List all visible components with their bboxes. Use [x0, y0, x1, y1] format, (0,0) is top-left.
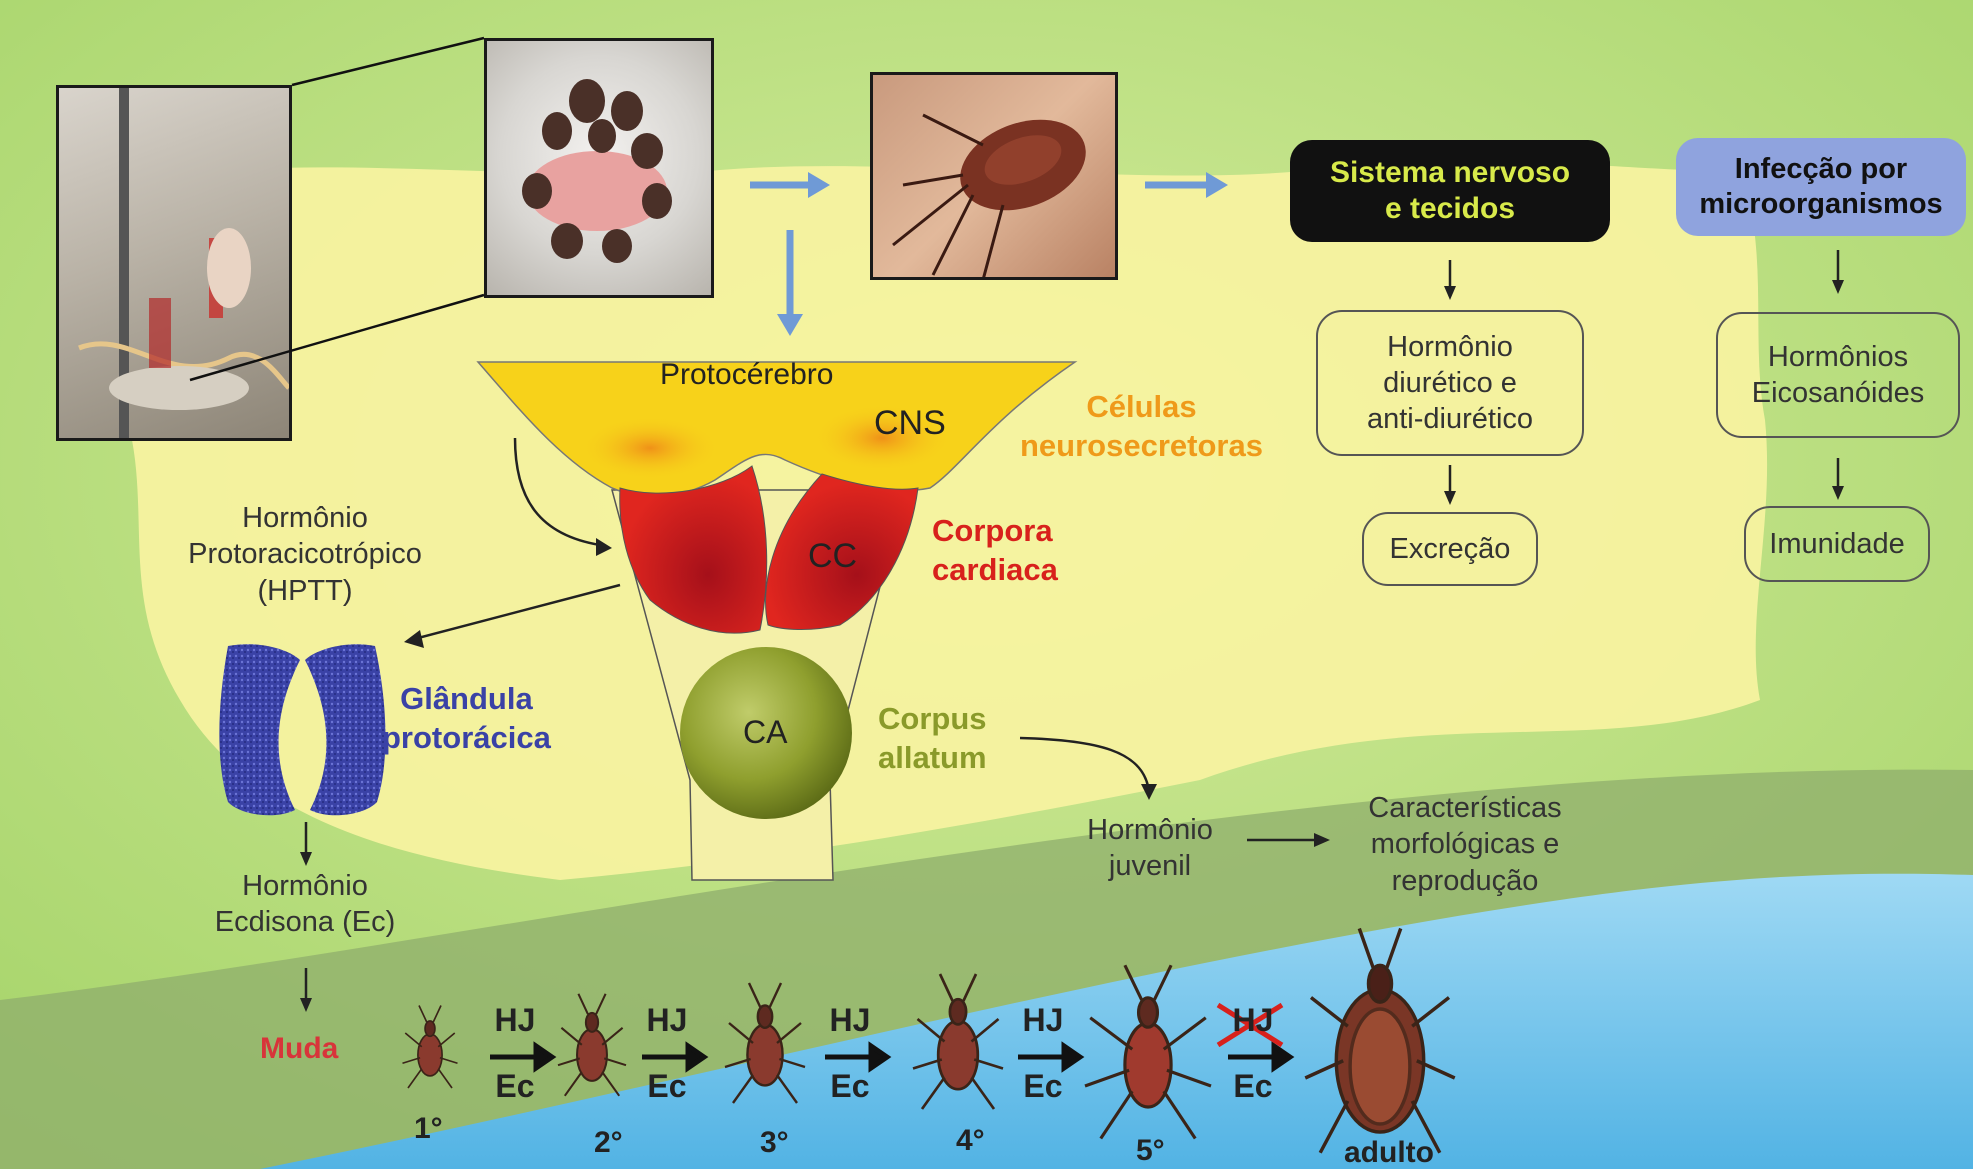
corpus-line-2: allatum	[878, 739, 987, 778]
caracteristicas-label: Características morfológicas e reproduçã…	[1340, 790, 1590, 899]
infeccao-box: Infecção por microorganismos	[1676, 138, 1966, 236]
hptt-line-2: Protoracicotrópico	[165, 536, 445, 572]
lab-apparatus-photo	[56, 85, 292, 441]
ec-label-5: Ec	[1213, 1068, 1293, 1105]
juvenil-line-2: juvenil	[1070, 848, 1230, 884]
engorged-insect-photo	[870, 72, 1118, 280]
hormonios-line-2: Eicosanóides	[1752, 375, 1925, 411]
infeccao-line-1: Infecção por	[1699, 152, 1942, 187]
caracteristicas-line-1: Características	[1340, 790, 1590, 826]
ca-label: CA	[743, 712, 787, 752]
muda-label: Muda	[260, 1030, 338, 1068]
hormonio-juvenil-label: Hormônio juvenil	[1070, 812, 1230, 885]
diuretico-line-2: diurético e	[1367, 365, 1533, 401]
sistema-nervoso-box: Sistema nervoso e tecidos	[1290, 140, 1610, 242]
hptt-line-3: (HPTT)	[165, 573, 445, 609]
corpus-line-1: Corpus	[878, 700, 987, 739]
hj-label-4: HJ	[1003, 1002, 1083, 1039]
glandula-line-2: protorácica	[382, 719, 551, 758]
stage-label-1: 1°	[414, 1112, 443, 1146]
stage-label-5: 5°	[1136, 1134, 1165, 1168]
hptt-label: Hormônio Protoracicotrópico (HPTT)	[165, 500, 445, 609]
stage-label-4: 4°	[956, 1124, 985, 1158]
diuretico-box: Hormônio diurético e anti-diurético	[1316, 310, 1584, 456]
hptt-line-1: Hormônio	[165, 500, 445, 536]
infeccao-line-2: microorganismos	[1699, 187, 1942, 222]
cns-label: CNS	[874, 402, 946, 445]
celulas-line-2: neurosecretoras	[1020, 427, 1263, 466]
corpora-label: Corpora cardiaca	[932, 512, 1058, 590]
excrecao-text: Excreção	[1390, 531, 1511, 567]
eicosanoides-box: Hormônios Eicosanóides	[1716, 312, 1960, 438]
ec-label-1: Ec	[475, 1068, 555, 1105]
ecdisona-label: Hormônio Ecdisona (Ec)	[185, 868, 425, 941]
corpus-label: Corpus allatum	[878, 700, 987, 778]
hormonios-line-1: Hormônios	[1752, 339, 1925, 375]
hj-label-2: HJ	[627, 1002, 707, 1039]
diuretico-line-3: anti-diurético	[1367, 401, 1533, 437]
sistema-line-2: e tecidos	[1330, 191, 1570, 227]
hj-label-3: HJ	[810, 1002, 890, 1039]
hj-label-5-crossed: HJ	[1213, 1002, 1293, 1039]
cc-label: CC	[808, 535, 857, 578]
imunidade-box: Imunidade	[1744, 506, 1930, 582]
insects-in-dish-photo	[484, 38, 714, 298]
celulas-label: Células neurosecretoras	[1020, 388, 1263, 466]
protocerebro-label: Protocérebro	[660, 356, 833, 394]
hj-label-1: HJ	[475, 1002, 555, 1039]
stage-label-adult: adulto	[1344, 1136, 1434, 1170]
corpora-line-2: cardiaca	[932, 551, 1058, 590]
ecdisona-line-2: Ecdisona (Ec)	[185, 904, 425, 940]
glandula-line-1: Glândula	[382, 680, 551, 719]
ec-label-4: Ec	[1003, 1068, 1083, 1105]
diuretico-line-1: Hormônio	[1367, 329, 1533, 365]
stage-label-2: 2°	[594, 1126, 623, 1160]
celulas-line-1: Células	[1020, 388, 1263, 427]
corpora-line-1: Corpora	[932, 512, 1058, 551]
imunidade-text: Imunidade	[1769, 526, 1904, 562]
sistema-line-1: Sistema nervoso	[1330, 155, 1570, 191]
ec-label-2: Ec	[627, 1068, 707, 1105]
caracteristicas-line-3: reprodução	[1340, 863, 1590, 899]
ec-label-3: Ec	[810, 1068, 890, 1105]
ecdisona-line-1: Hormônio	[185, 868, 425, 904]
excrecao-box: Excreção	[1362, 512, 1538, 586]
juvenil-line-1: Hormônio	[1070, 812, 1230, 848]
glandula-label: Glândula protorácica	[382, 680, 551, 758]
caracteristicas-line-2: morfológicas e	[1340, 826, 1590, 862]
stage-label-3: 3°	[760, 1126, 789, 1160]
